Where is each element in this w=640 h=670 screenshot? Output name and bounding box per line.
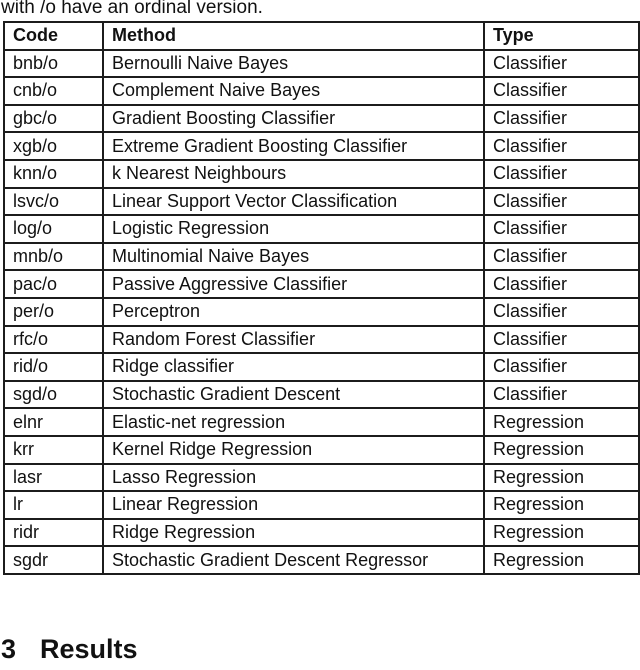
cell-method: Extreme Gradient Boosting Classifier <box>102 131 485 161</box>
cell-code: log/o <box>3 214 104 244</box>
cell-type: Classifier <box>483 352 640 382</box>
cell-type: Regression <box>483 490 640 520</box>
cell-method: Bernoulli Naive Bayes <box>102 48 485 79</box>
cell-method: Passive Aggressive Classifier <box>102 269 485 299</box>
cell-type: Classifier <box>483 158 640 189</box>
cell-type: Classifier <box>483 241 640 272</box>
cell-code: xgb/o <box>3 131 104 161</box>
cell-code: lasr <box>3 462 104 493</box>
cell-method: Stochastic Gradient Descent Regressor <box>102 545 485 575</box>
cell-type: Classifier <box>483 296 640 327</box>
cell-method: Stochastic Gradient Descent <box>102 379 485 410</box>
cell-type: Regression <box>483 434 640 465</box>
cell-type: Classifier <box>483 131 640 161</box>
cell-type: Classifier <box>483 379 640 410</box>
cell-method: Kernel Ridge Regression <box>102 434 485 465</box>
section-number: 3 <box>1 634 17 664</box>
cell-code: krr <box>3 434 104 465</box>
cell-method: Elastic-net regression <box>102 407 485 437</box>
cell-code: bnb/o <box>3 48 104 79</box>
cell-code: lr <box>3 490 104 520</box>
cell-type: Regression <box>483 545 640 575</box>
table-header-row: Code Method Type <box>3 21 640 51</box>
col-header-method: Method <box>102 21 485 51</box>
cell-code: cnb/o <box>3 76 104 106</box>
cell-code: pac/o <box>3 269 104 299</box>
cell-method: Multinomial Naive Bayes <box>102 241 485 272</box>
cell-type: Classifier <box>483 48 640 79</box>
cell-code: lsvc/o <box>3 186 104 217</box>
cell-code: sgd/o <box>3 379 104 410</box>
cell-code: gbc/o <box>3 103 104 134</box>
cell-type: Classifier <box>483 214 640 244</box>
col-header-code: Code <box>3 21 104 51</box>
cell-code: per/o <box>3 296 104 327</box>
cell-type: Classifier <box>483 76 640 106</box>
cell-type: Regression <box>483 462 640 493</box>
cell-code: rid/o <box>3 352 104 382</box>
cell-method: k Nearest Neighbours <box>102 158 485 189</box>
intro-text: with /o have an ordinal version. <box>1 0 263 18</box>
cell-method: Ridge Regression <box>102 517 485 548</box>
cell-method: Ridge classifier <box>102 352 485 382</box>
cell-code: sgdr <box>3 545 104 575</box>
cell-method: Logistic Regression <box>102 214 485 244</box>
cell-type: Regression <box>483 517 640 548</box>
cell-code: ridr <box>3 517 104 548</box>
cell-method: Linear Regression <box>102 490 485 520</box>
section-title: Results <box>40 634 138 664</box>
cell-type: Classifier <box>483 186 640 217</box>
cell-method: Lasso Regression <box>102 462 485 493</box>
cell-method: Gradient Boosting Classifier <box>102 103 485 134</box>
cell-code: rfc/o <box>3 324 104 355</box>
cell-code: elnr <box>3 407 104 437</box>
section-heading: 3 Results <box>1 633 138 665</box>
cell-method: Linear Support Vector Classification <box>102 186 485 217</box>
cell-method: Complement Naive Bayes <box>102 76 485 106</box>
cell-method: Random Forest Classifier <box>102 324 485 355</box>
cell-type: Classifier <box>483 324 640 355</box>
cell-code: mnb/o <box>3 241 104 272</box>
cell-code: knn/o <box>3 158 104 189</box>
cell-type: Classifier <box>483 103 640 134</box>
cell-type: Classifier <box>483 269 640 299</box>
cell-type: Regression <box>483 407 640 437</box>
cell-method: Perceptron <box>102 296 485 327</box>
table-header: Code Method Type <box>3 21 640 51</box>
col-header-type: Type <box>483 21 640 51</box>
